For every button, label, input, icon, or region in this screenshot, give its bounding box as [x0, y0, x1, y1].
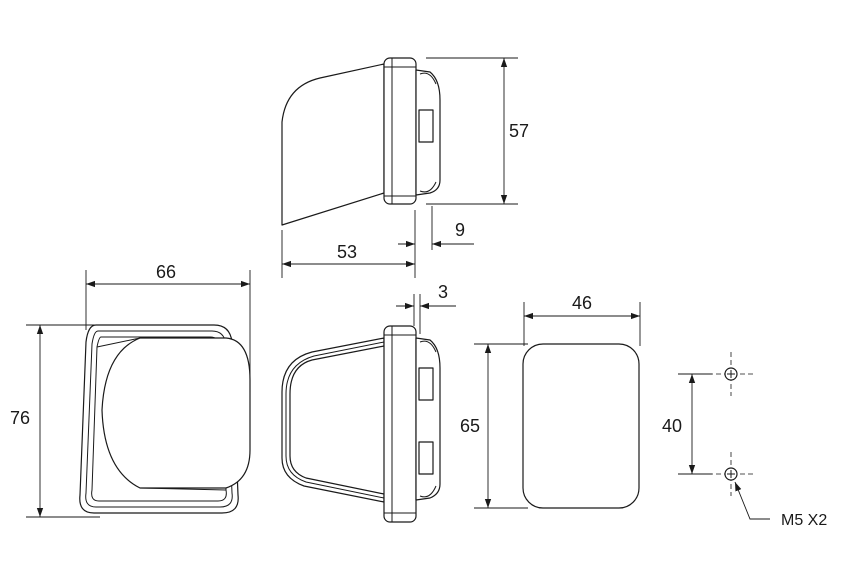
- middle-lens: [415, 337, 441, 501]
- dim-face-width: 46: [572, 293, 592, 313]
- middle-lens-slot-bottom: [418, 441, 434, 475]
- dim-gap: 3: [438, 282, 448, 302]
- face-view: 46 65: [460, 293, 641, 509]
- face-outline: [522, 343, 640, 509]
- dim-face-height: 65: [460, 416, 480, 436]
- middle-side-view: 3: [281, 282, 456, 523]
- hole-note: M5 X2: [781, 512, 827, 529]
- front-lens-face: [101, 337, 251, 489]
- mounting-holes-view: 40 M5 X2: [662, 352, 827, 529]
- dim-side-depth: 53: [337, 242, 357, 262]
- middle-flange: [383, 325, 417, 523]
- side-housing: [281, 63, 385, 226]
- dim-hole-spacing: 40: [662, 416, 682, 436]
- top-side-view: 57 53 9: [281, 57, 529, 278]
- dim-front-height: 76: [10, 408, 30, 428]
- side-flange: [383, 57, 417, 205]
- dim-side-flange: 9: [455, 220, 465, 240]
- side-lens-slot-top: [418, 109, 434, 143]
- dim-top-width: 66: [156, 262, 176, 282]
- front-view: 66 76: [10, 262, 251, 518]
- dim-side-height: 57: [509, 121, 529, 141]
- middle-lens-slot-top: [418, 367, 434, 401]
